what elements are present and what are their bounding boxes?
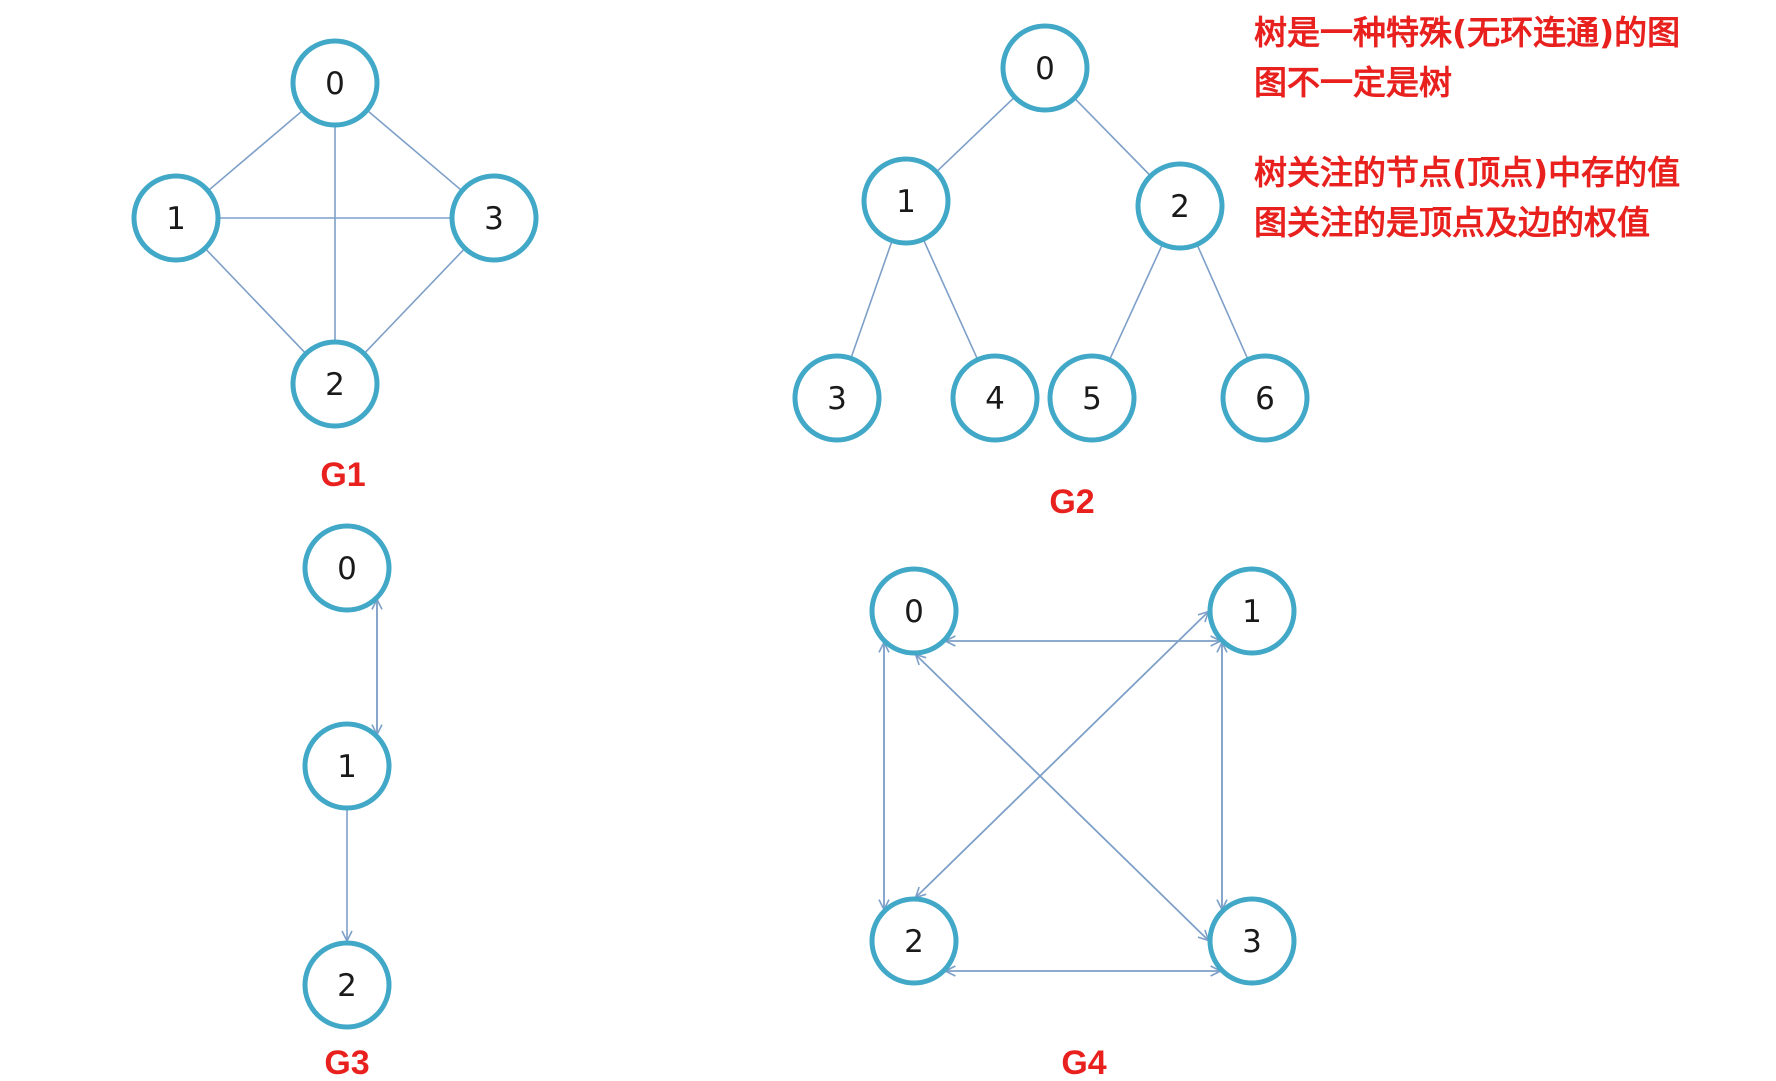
graph-labels-layer: G1 G2 G3 G4 [320,456,1106,1081]
g1-node-0: 0 [290,38,380,128]
g1-node-3: 3 [449,173,539,263]
g2-node-6-label: 6 [1255,381,1275,417]
g2-node-3-circle [792,353,882,443]
g1-node-2-label: 2 [325,367,345,403]
g4-node-0-label: 0 [904,594,924,630]
g1-node-3-label: 3 [484,201,504,237]
g4-node-3-label: 3 [1242,924,1262,960]
g2-node-5: 5 [1047,353,1137,443]
g3-node-0-circle [302,523,392,613]
g2-node-2-circle [1135,161,1225,251]
note-line-4: 图关注的是顶点及边的权值 [1254,203,1650,242]
g1-node-0-circle [290,38,380,128]
g3-node-2-label: 2 [337,968,357,1004]
g3-node-1-label: 1 [337,749,357,785]
g4-edge-3-0 [916,654,1210,942]
graph-label-g1: G1 [320,456,365,494]
graph-label-g3: G3 [324,1044,369,1081]
g1-node-1-circle [131,173,221,263]
g2-edge-2-5 [1108,243,1164,361]
g4-node-0-circle [869,566,959,656]
g2-node-0-circle [1000,23,1090,113]
g1-edge-1-2 [204,247,307,355]
g2-node-3: 3 [792,353,882,443]
g2-edge-2-6 [1196,244,1249,360]
edges-layer [204,96,1249,971]
g2-edge-1-4 [922,238,979,361]
g2-node-1: 1 [861,156,951,246]
g2-edge-0-1 [935,96,1016,173]
g2-node-6-circle [1220,353,1310,443]
g3-node-1-circle [302,721,392,811]
g3-node-0-label: 0 [337,551,357,587]
g2-edge-0-2 [1073,97,1152,177]
g2-node-4: 4 [950,353,1040,443]
g1-edge-0-1 [207,109,304,192]
nodes-layer: 0 1 3 2 0 1 2 3 4 5 6 0 1 2 0 1 2 3 [131,23,1310,1030]
note-line-1: 树是一种特殊(无环连通)的图 [1254,13,1681,52]
g2-edge-1-3 [850,240,893,359]
g3-node-2: 2 [302,940,392,1030]
g2-node-5-circle [1047,353,1137,443]
g2-node-2-label: 2 [1170,189,1190,225]
g1-node-1: 1 [131,173,221,263]
g3-node-2-circle [302,940,392,1030]
graph-label-g4: G4 [1061,1044,1106,1081]
g1-node-3-circle [449,173,539,263]
g2-node-4-label: 4 [985,381,1005,417]
g1-edge-3-2 [363,247,466,355]
g4-node-1-circle [1207,566,1297,656]
g1-edge-0-3 [366,109,463,192]
g2-node-0: 0 [1000,23,1090,113]
g4-node-3-circle [1207,896,1297,986]
g2-node-3-label: 3 [827,381,847,417]
g1-node-0-label: 0 [325,66,345,102]
g3-node-0: 0 [302,523,392,613]
g2-node-5-label: 5 [1082,381,1102,417]
g4-node-2-circle [869,896,959,986]
note-line-3: 树关注的节点(顶点)中存的值 [1254,153,1681,192]
g3-node-1: 1 [302,721,392,811]
g4-node-2: 2 [869,896,959,986]
g1-node-2: 2 [290,339,380,429]
notes-panel: 树是一种特殊(无环连通)的图 图不一定是树 树关注的节点(顶点)中存的值 图关注… [1254,8,1680,248]
g4-node-3: 3 [1207,896,1297,986]
graph-label-g2: G2 [1049,483,1094,521]
g1-node-1-label: 1 [166,201,186,237]
g4-node-2-label: 2 [904,924,924,960]
note-line-2: 图不一定是树 [1254,63,1452,102]
g2-node-1-label: 1 [896,184,916,220]
g2-node-0-label: 0 [1035,51,1055,87]
g4-edge-2-1 [914,611,1209,899]
g2-node-4-circle [950,353,1040,443]
g1-node-2-circle [290,339,380,429]
g4-node-0: 0 [869,566,959,656]
g4-node-1-label: 1 [1242,594,1262,630]
g4-node-1: 1 [1207,566,1297,656]
note-gap [1254,108,1680,148]
g2-node-1-circle [861,156,951,246]
g2-node-6: 6 [1220,353,1310,443]
g2-node-2: 2 [1135,161,1225,251]
